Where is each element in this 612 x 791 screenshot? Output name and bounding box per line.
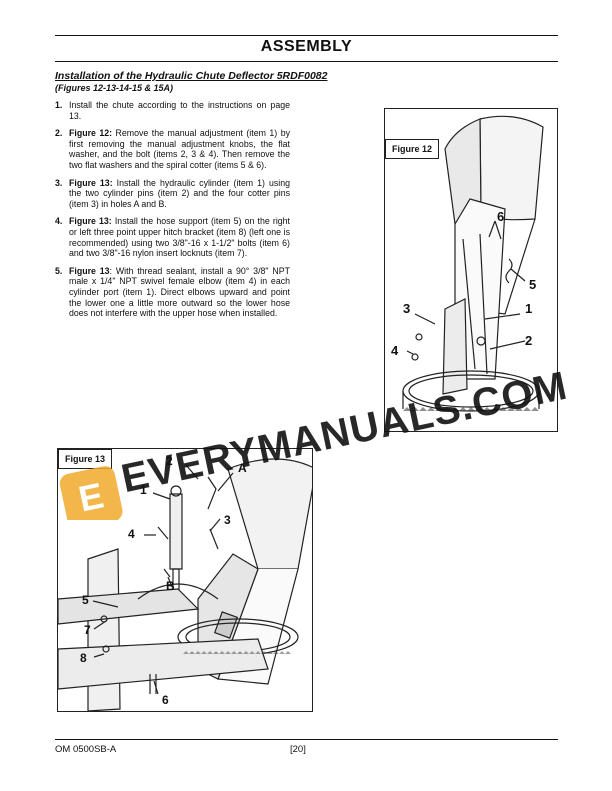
instruction-steps: 1. Install the chute according to the in… <box>55 100 290 326</box>
callout-3: 3 <box>224 513 231 527</box>
callout-1: 1 <box>140 483 147 497</box>
section-heading: Installation of the Hydraulic Chute Defl… <box>55 70 328 82</box>
callout-3: 3 <box>403 301 411 316</box>
callout-8: 8 <box>80 651 87 665</box>
header-underline <box>55 61 558 62</box>
step-number: 2. <box>55 128 63 139</box>
step-number: 3. <box>55 177 63 188</box>
step-item: 2. Figure 12: Remove the manual adjustme… <box>55 128 290 170</box>
step-item: 4. Figure 13: Install the hose support (… <box>55 216 290 258</box>
page-title: ASSEMBLY <box>260 38 353 55</box>
callout-2: 2 <box>525 333 533 348</box>
footer-page-number: [20] <box>290 744 306 755</box>
callout-1: 1 <box>525 301 533 316</box>
step-text: Install the hydraulic cylinder (item 1) … <box>69 177 290 209</box>
figure-13: Figure 13 2 A 1 3 4 B 5 7 8 6 <box>57 448 313 712</box>
section-subheading: (Figures 12-13-14-15 & 15A) <box>55 83 174 93</box>
figure-13-label: Figure 13 <box>58 449 113 469</box>
step-item: 3. Figure 13: Install the hydraulic cyli… <box>55 178 290 210</box>
callout-a: A <box>238 461 247 475</box>
step-text: Remove the manual adjustment (item 1) by… <box>69 128 290 170</box>
figure-12-drawing <box>402 115 544 412</box>
step-number: 5. <box>55 265 63 276</box>
step-lead: Figure 13 <box>69 265 110 276</box>
callout-4: 4 <box>391 343 399 358</box>
step-text: : With thread sealant, install a 90° 3/8… <box>69 265 290 319</box>
callout-b: B <box>166 579 175 593</box>
step-lead: Figure 13: <box>69 177 113 188</box>
figure-12: Figure 12 6 5 3 1 4 2 <box>384 108 558 432</box>
callout-4: 4 <box>128 527 135 541</box>
footer-rule <box>55 739 558 740</box>
step-text: Install the chute according to the instr… <box>69 100 290 121</box>
figure-13-drawing <box>58 458 312 711</box>
header-rule <box>55 35 558 36</box>
callout-7: 7 <box>84 623 91 637</box>
step-number: 4. <box>55 216 63 227</box>
step-text: Install the hose support (item 5) on the… <box>69 216 290 259</box>
footer-doc-id: OM 0500SB-A <box>55 744 117 755</box>
figure-12-label: Figure 12 <box>385 139 440 159</box>
callout-5: 5 <box>82 593 89 607</box>
callout-2: 2 <box>166 454 173 468</box>
step-item: 1. Install the chute according to the in… <box>55 100 290 121</box>
callout-5: 5 <box>529 277 537 292</box>
step-lead: Figure 12: <box>69 128 113 139</box>
callout-6: 6 <box>497 209 505 224</box>
callout-6: 6 <box>162 693 169 707</box>
step-lead: Figure 13: <box>69 216 112 227</box>
step-number: 1. <box>55 100 63 110</box>
step-item: 5. Figure 13: With thread sealant, insta… <box>55 266 290 319</box>
